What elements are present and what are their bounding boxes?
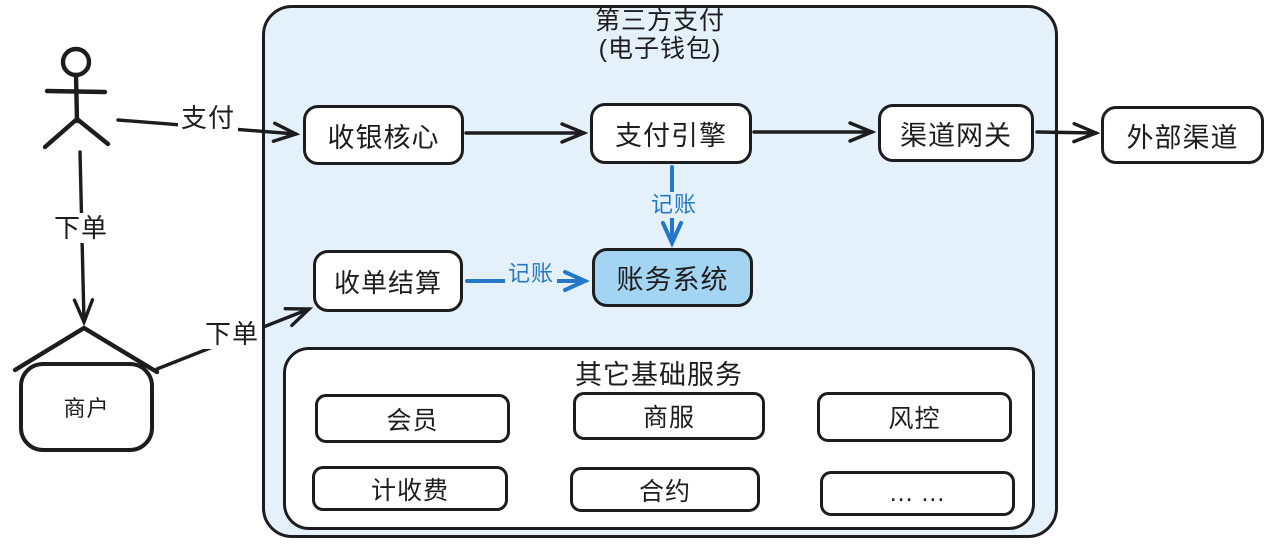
node-external-channel: 外部渠道 xyxy=(1101,106,1264,164)
edge-label-bookkeeping-settlement: 记账 xyxy=(505,261,558,287)
edge-label-order-user: 下单 xyxy=(51,213,112,243)
container-title-line1: 第三方支付 xyxy=(594,7,725,35)
user-actor-icon xyxy=(42,46,111,150)
edge-label-bookkeeping-engine: 记账 xyxy=(648,192,701,218)
service-member: 会员 xyxy=(315,394,510,443)
edge-label-pay: 支付 xyxy=(178,103,239,133)
node-channel-gateway: 渠道网关 xyxy=(878,104,1034,162)
node-payment-engine: 支付引擎 xyxy=(590,103,752,164)
service-risk-control: 风控 xyxy=(817,392,1012,442)
service-billing: 计收费 xyxy=(312,466,508,511)
node-cashier-core: 收银核心 xyxy=(303,105,464,165)
container-title-line2: (电子钱包) xyxy=(598,35,722,63)
node-accounting-system: 账务系统 xyxy=(592,248,753,307)
service-others-ellipsis: ... ... xyxy=(820,471,1015,516)
edge-label-order-merchant: 下单 xyxy=(202,319,263,349)
base-services-title: 其它基础服务 xyxy=(575,360,743,390)
service-merchant-service: 商服 xyxy=(573,392,765,440)
service-contract: 合约 xyxy=(570,467,760,512)
container-title: 第三方支付 (电子钱包) xyxy=(262,7,1058,63)
node-merchant: 商户 xyxy=(19,362,154,452)
node-acquiring-settlement: 收单结算 xyxy=(313,250,463,312)
